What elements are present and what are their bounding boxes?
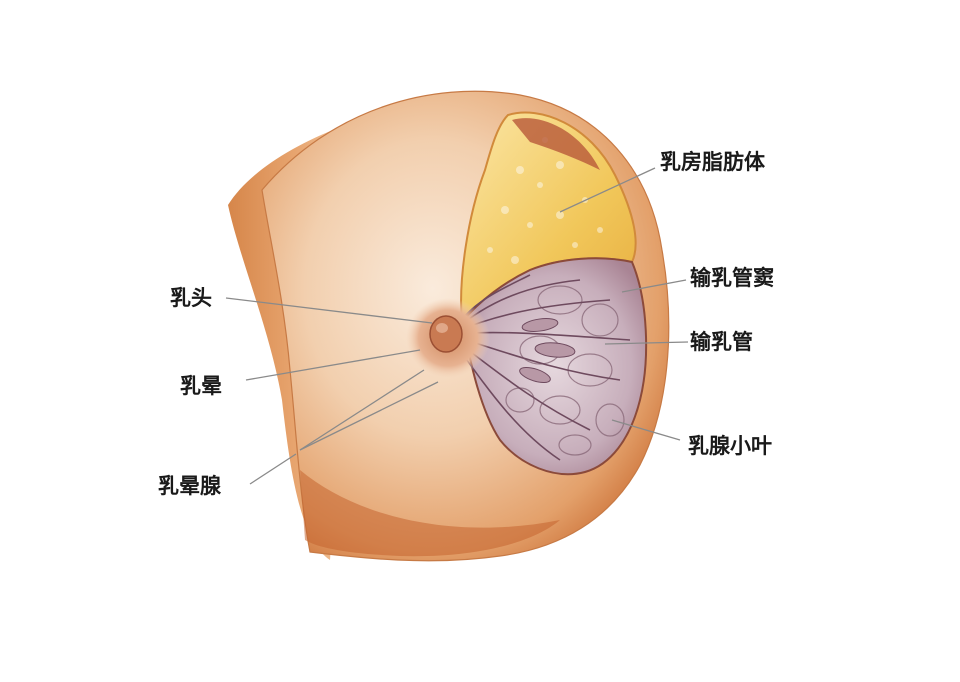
leader-areola-gland-3 [299, 381, 439, 451]
leader-lobule [611, 419, 681, 441]
label-areolar-gland: 乳晕腺 [158, 474, 221, 498]
label-nipple: 乳头 [170, 286, 212, 310]
lactiferous-sinuses [519, 318, 576, 384]
leader-duct [604, 341, 689, 345]
leader-nipple [225, 297, 433, 324]
label-fat-body: 乳房脂肪体 [660, 150, 765, 174]
label-mammary-lobule: 乳腺小叶 [688, 434, 772, 458]
label-lactiferous-sinus: 输乳管窦 [690, 266, 774, 290]
leader-areola-gland-2 [299, 369, 425, 451]
leader-areola [245, 349, 421, 381]
leader-lines [225, 167, 689, 485]
leader-sinus [621, 279, 687, 293]
leader-areola-gland-1 [249, 453, 297, 485]
leader-fat [559, 167, 656, 213]
nipple [429, 315, 463, 353]
fat-texture [487, 137, 603, 264]
lower-fold [300, 470, 560, 557]
label-lactiferous-duct: 输乳管 [690, 330, 753, 354]
label-areola: 乳晕 [180, 374, 222, 398]
pectoral-wedge [512, 118, 600, 170]
